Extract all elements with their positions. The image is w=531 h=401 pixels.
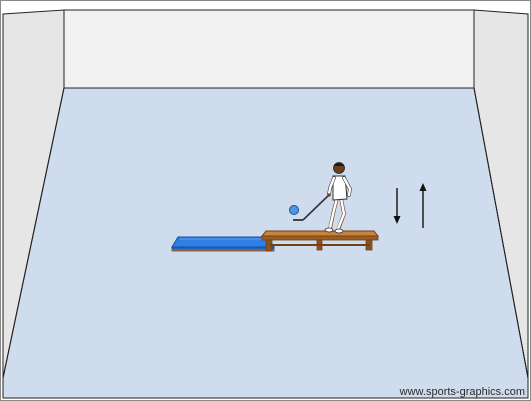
ball (290, 206, 299, 215)
gym-mat (172, 237, 274, 251)
watermark-text: www.sports-graphics.com (400, 386, 525, 398)
back-wall (64, 10, 474, 88)
